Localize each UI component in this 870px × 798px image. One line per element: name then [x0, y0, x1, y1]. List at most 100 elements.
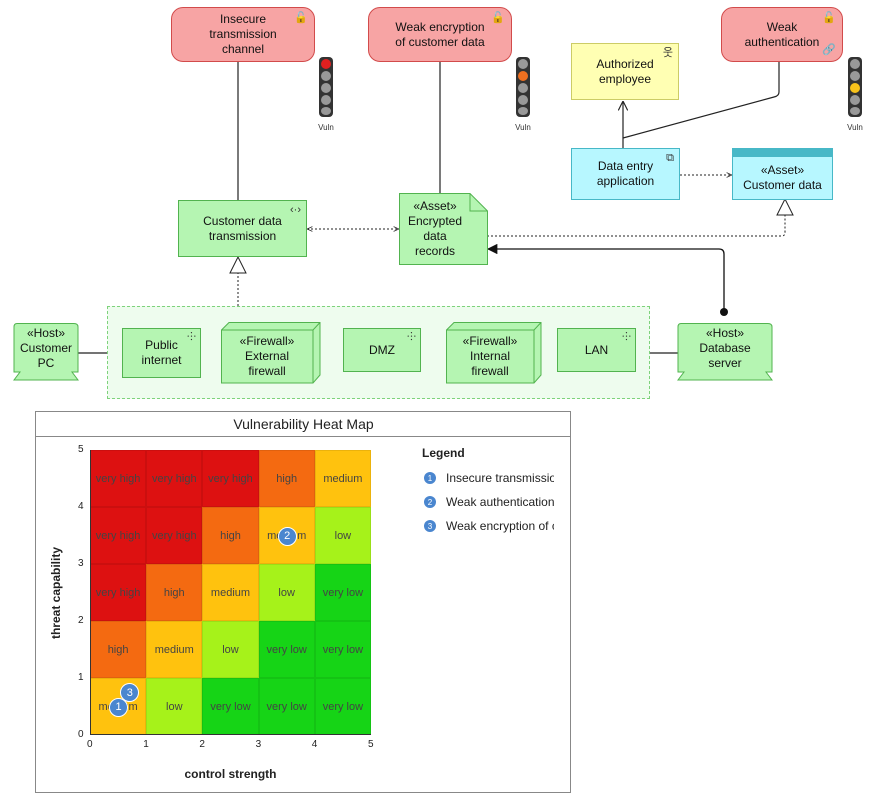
heatmap-cell: very low — [314, 678, 371, 735]
flow-arrows-icon: ‹·› — [290, 204, 301, 216]
traffic-light-lamp — [518, 71, 528, 81]
vuln-weak-authentication-label: Weak authentication — [744, 19, 820, 49]
heatmap-cell: very high — [146, 450, 203, 507]
link-chain-icon: 🔗 — [822, 44, 836, 56]
heatmap-cell: very high — [90, 450, 147, 507]
network-icon: ⸭ — [186, 331, 196, 343]
x-tick-label: 4 — [311, 739, 318, 750]
vuln-insecure-transmission-label: Insecure transmission channel — [209, 12, 277, 56]
realization-arrowhead-transmission — [229, 255, 247, 274]
lock-icon: 🔓 — [822, 12, 836, 24]
traffic-light-lamp — [850, 95, 860, 105]
x-axis-label: control strength — [184, 767, 277, 781]
component-icon: ⧉ — [666, 152, 674, 164]
legend-item-label: Weak authentication — [446, 495, 554, 509]
x-tick-label: 5 — [368, 739, 374, 750]
x-tick-label: 0 — [87, 739, 93, 750]
traffic-light-lamp — [321, 107, 331, 115]
x-tick-label: 3 — [255, 739, 262, 750]
host-database-server-label: «Host» Database server — [699, 325, 751, 370]
link-auth-vuln — [622, 61, 780, 139]
lock-icon: 🔓 — [491, 12, 505, 24]
host-customer-pc-shape — [13, 323, 79, 381]
traffic-light-authentication — [848, 57, 862, 117]
traffic-light-lamp — [518, 59, 528, 69]
y-tick-label: 1 — [78, 672, 84, 683]
vuln-weak-encryption[interactable]: Weak encryption of customer data 🔓 — [368, 7, 512, 62]
heatmap-cell: low — [314, 507, 371, 564]
network-icon: ⸭ — [621, 331, 631, 343]
app-data-entry[interactable]: Data entry application ⧉ — [571, 148, 680, 200]
vuln-weak-encryption-label: Weak encryption of customer data — [395, 19, 485, 49]
heatmap-cell: very low — [258, 621, 315, 678]
firewall-external[interactable]: «Firewall» External firewall — [221, 330, 313, 383]
host-database-shape — [677, 323, 773, 381]
asset-encrypted-data-records-label: «Asset» Encrypted data records — [407, 199, 463, 258]
network-lan[interactable]: LAN ⸭ — [557, 328, 636, 372]
heatmap-cell: very high — [90, 507, 147, 564]
heatmap-cell: medium — [202, 564, 259, 621]
external-firewall-shape — [221, 322, 321, 384]
heatmap-cell: medium — [146, 621, 203, 678]
traffic-light-lamp — [518, 107, 528, 115]
host-customer-pc[interactable]: «Host» Customer PC — [13, 323, 79, 373]
network-dmz[interactable]: DMZ ⸭ — [343, 328, 421, 372]
network-lan-label: LAN — [584, 342, 609, 357]
legend-marker-icon: 1 — [424, 472, 436, 484]
flow-customer-data-transmission[interactable]: Customer data transmission ‹·› — [178, 200, 307, 257]
traffic-light-lamp — [321, 71, 331, 81]
heatmap-cell: high — [146, 564, 203, 621]
traffic-light-lamp — [321, 59, 331, 69]
heatmap-cell: high — [202, 507, 259, 564]
vuln-insecure-transmission[interactable]: Insecure transmission channel 🔓 — [171, 7, 315, 62]
host-database-server[interactable]: «Host» Database server — [677, 323, 773, 373]
link-records-customer-data — [487, 215, 786, 237]
y-tick-label: 0 — [78, 729, 84, 740]
heatmap-title: Vulnerability Heat Map — [36, 412, 571, 437]
asset-encrypted-data-records[interactable]: «Asset» Encrypted data records — [399, 193, 471, 265]
heatmap-cell: low — [146, 678, 203, 735]
heatmap-cell: very low — [202, 678, 259, 735]
network-public-internet[interactable]: Public internet ⸭ — [122, 328, 201, 378]
heatmap-cell: very high — [202, 450, 259, 507]
heatmap-cell: very low — [258, 678, 315, 735]
link-database-records — [486, 243, 725, 312]
traffic-light-lamp — [518, 95, 528, 105]
encrypted-records-shape — [399, 193, 488, 265]
legend-marker-icon: 2 — [424, 496, 436, 508]
y-axis-label: threat capability — [49, 546, 63, 640]
actor-authorized-employee[interactable]: Authorized employee 웃 — [571, 43, 679, 100]
traffic-light-lamp — [850, 71, 860, 81]
asset-customer-data[interactable]: «Asset» Customer data — [732, 148, 833, 200]
vuln-weak-authentication[interactable]: Weak authentication 🔓 🔗 — [721, 7, 843, 62]
legend-item-label: Insecure transmission channel — [446, 471, 554, 485]
traffic-light-transmission — [319, 57, 333, 117]
app-data-entry-label: Data entry application — [596, 159, 655, 188]
traffic-light-lamp — [850, 83, 860, 93]
heatmap-cell: high — [90, 621, 147, 678]
vulnerability-marker[interactable]: 2 — [277, 526, 297, 546]
y-tick-label: 2 — [78, 615, 84, 626]
heatmap-cell: very high — [146, 507, 203, 564]
legend-item-label: Weak encryption of customer data — [446, 519, 554, 533]
actor-authorized-employee-label: Authorized employee — [596, 56, 654, 86]
traffic-light-lamp — [321, 83, 331, 93]
heatmap-cell: low — [258, 564, 315, 621]
traffic-light-lamp — [518, 83, 528, 93]
vulnerability-marker[interactable]: 1 — [109, 697, 129, 717]
network-dmz-label: DMZ — [369, 342, 395, 357]
lock-icon: 🔓 — [294, 12, 308, 24]
traffic-light-label: Vuln — [318, 123, 334, 132]
traffic-light-label: Vuln — [515, 123, 531, 132]
vulnerability-marker[interactable]: 3 — [120, 683, 140, 703]
firewall-internal[interactable]: «Firewall» Internal firewall — [446, 330, 534, 383]
firewall-internal-label: «Firewall» Internal firewall — [462, 334, 518, 378]
realization-arrowhead-customer-data — [776, 197, 794, 216]
internal-firewall-shape — [446, 322, 542, 384]
traffic-light-label: Vuln — [847, 123, 863, 132]
asset-customer-data-label: «Asset» Customer data — [743, 163, 822, 192]
host-customer-pc-label: «Host» Customer PC — [19, 325, 72, 370]
x-tick-label: 2 — [199, 739, 205, 750]
actor-icon: 웃 — [662, 47, 673, 59]
firewall-external-label: «Firewall» External firewall — [239, 334, 295, 378]
